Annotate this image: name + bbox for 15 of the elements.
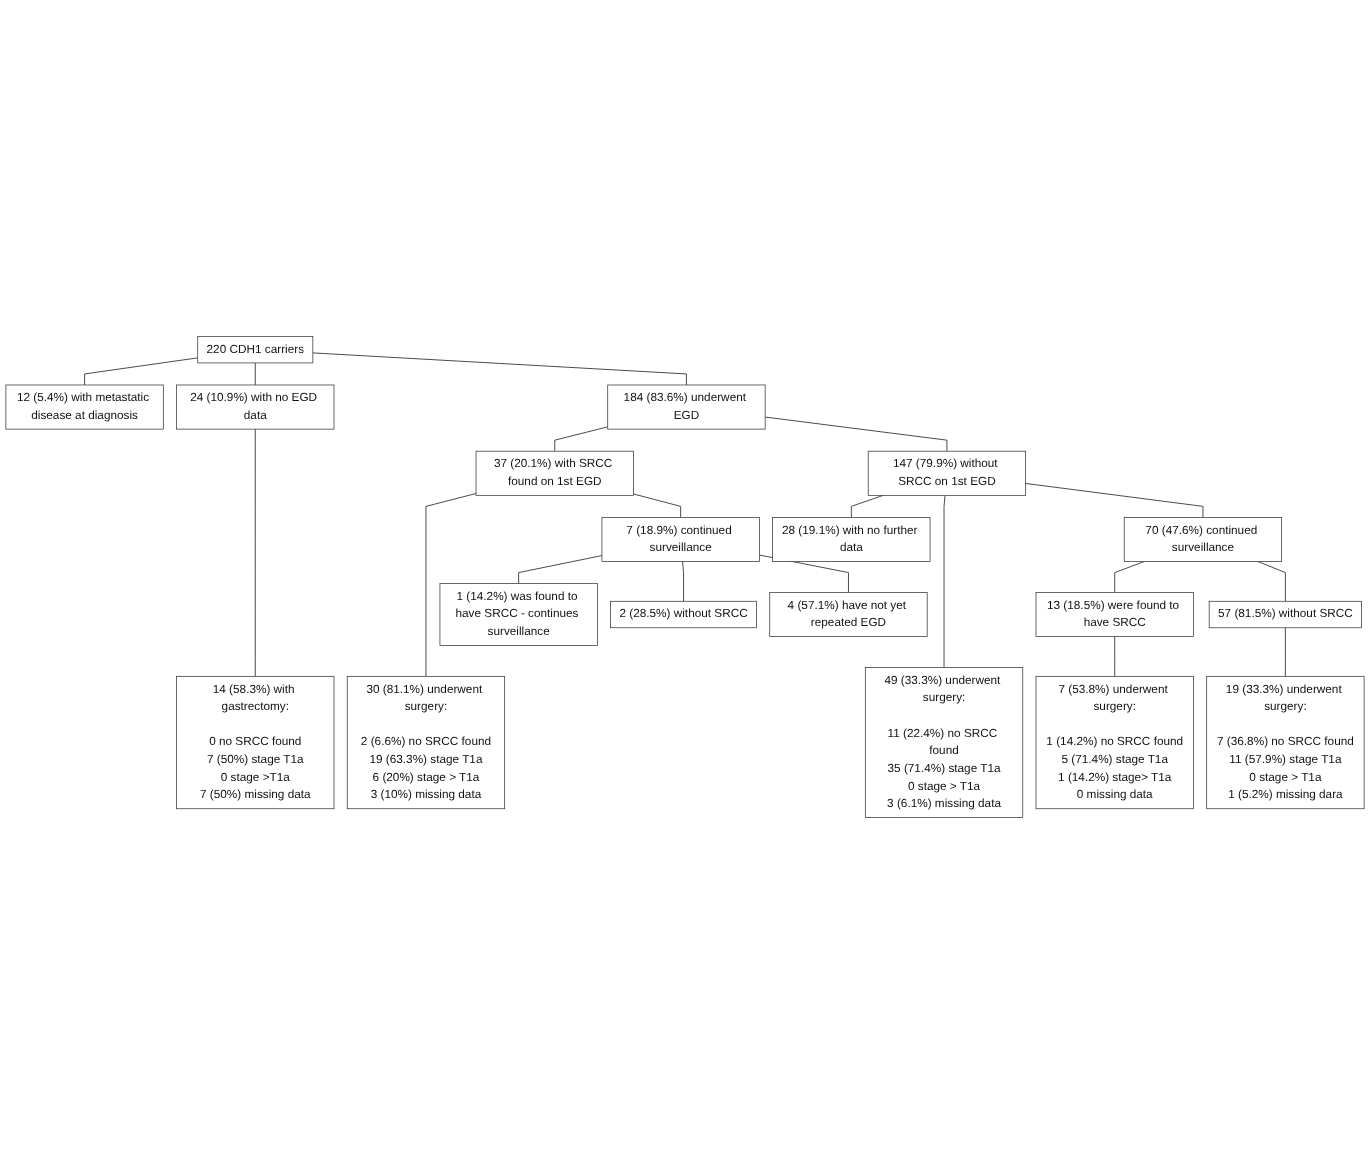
connector [254,362,256,386]
connector [943,494,946,668]
connector [1114,636,1116,677]
connector [1284,627,1286,677]
connector [682,561,684,602]
connector [554,426,609,452]
connector [518,555,603,585]
connector [1025,483,1204,518]
connector [850,494,884,518]
connector [633,493,682,518]
connector [312,352,687,386]
connector [84,357,199,386]
connector [254,428,256,677]
connector [425,493,477,677]
connector [764,416,948,452]
